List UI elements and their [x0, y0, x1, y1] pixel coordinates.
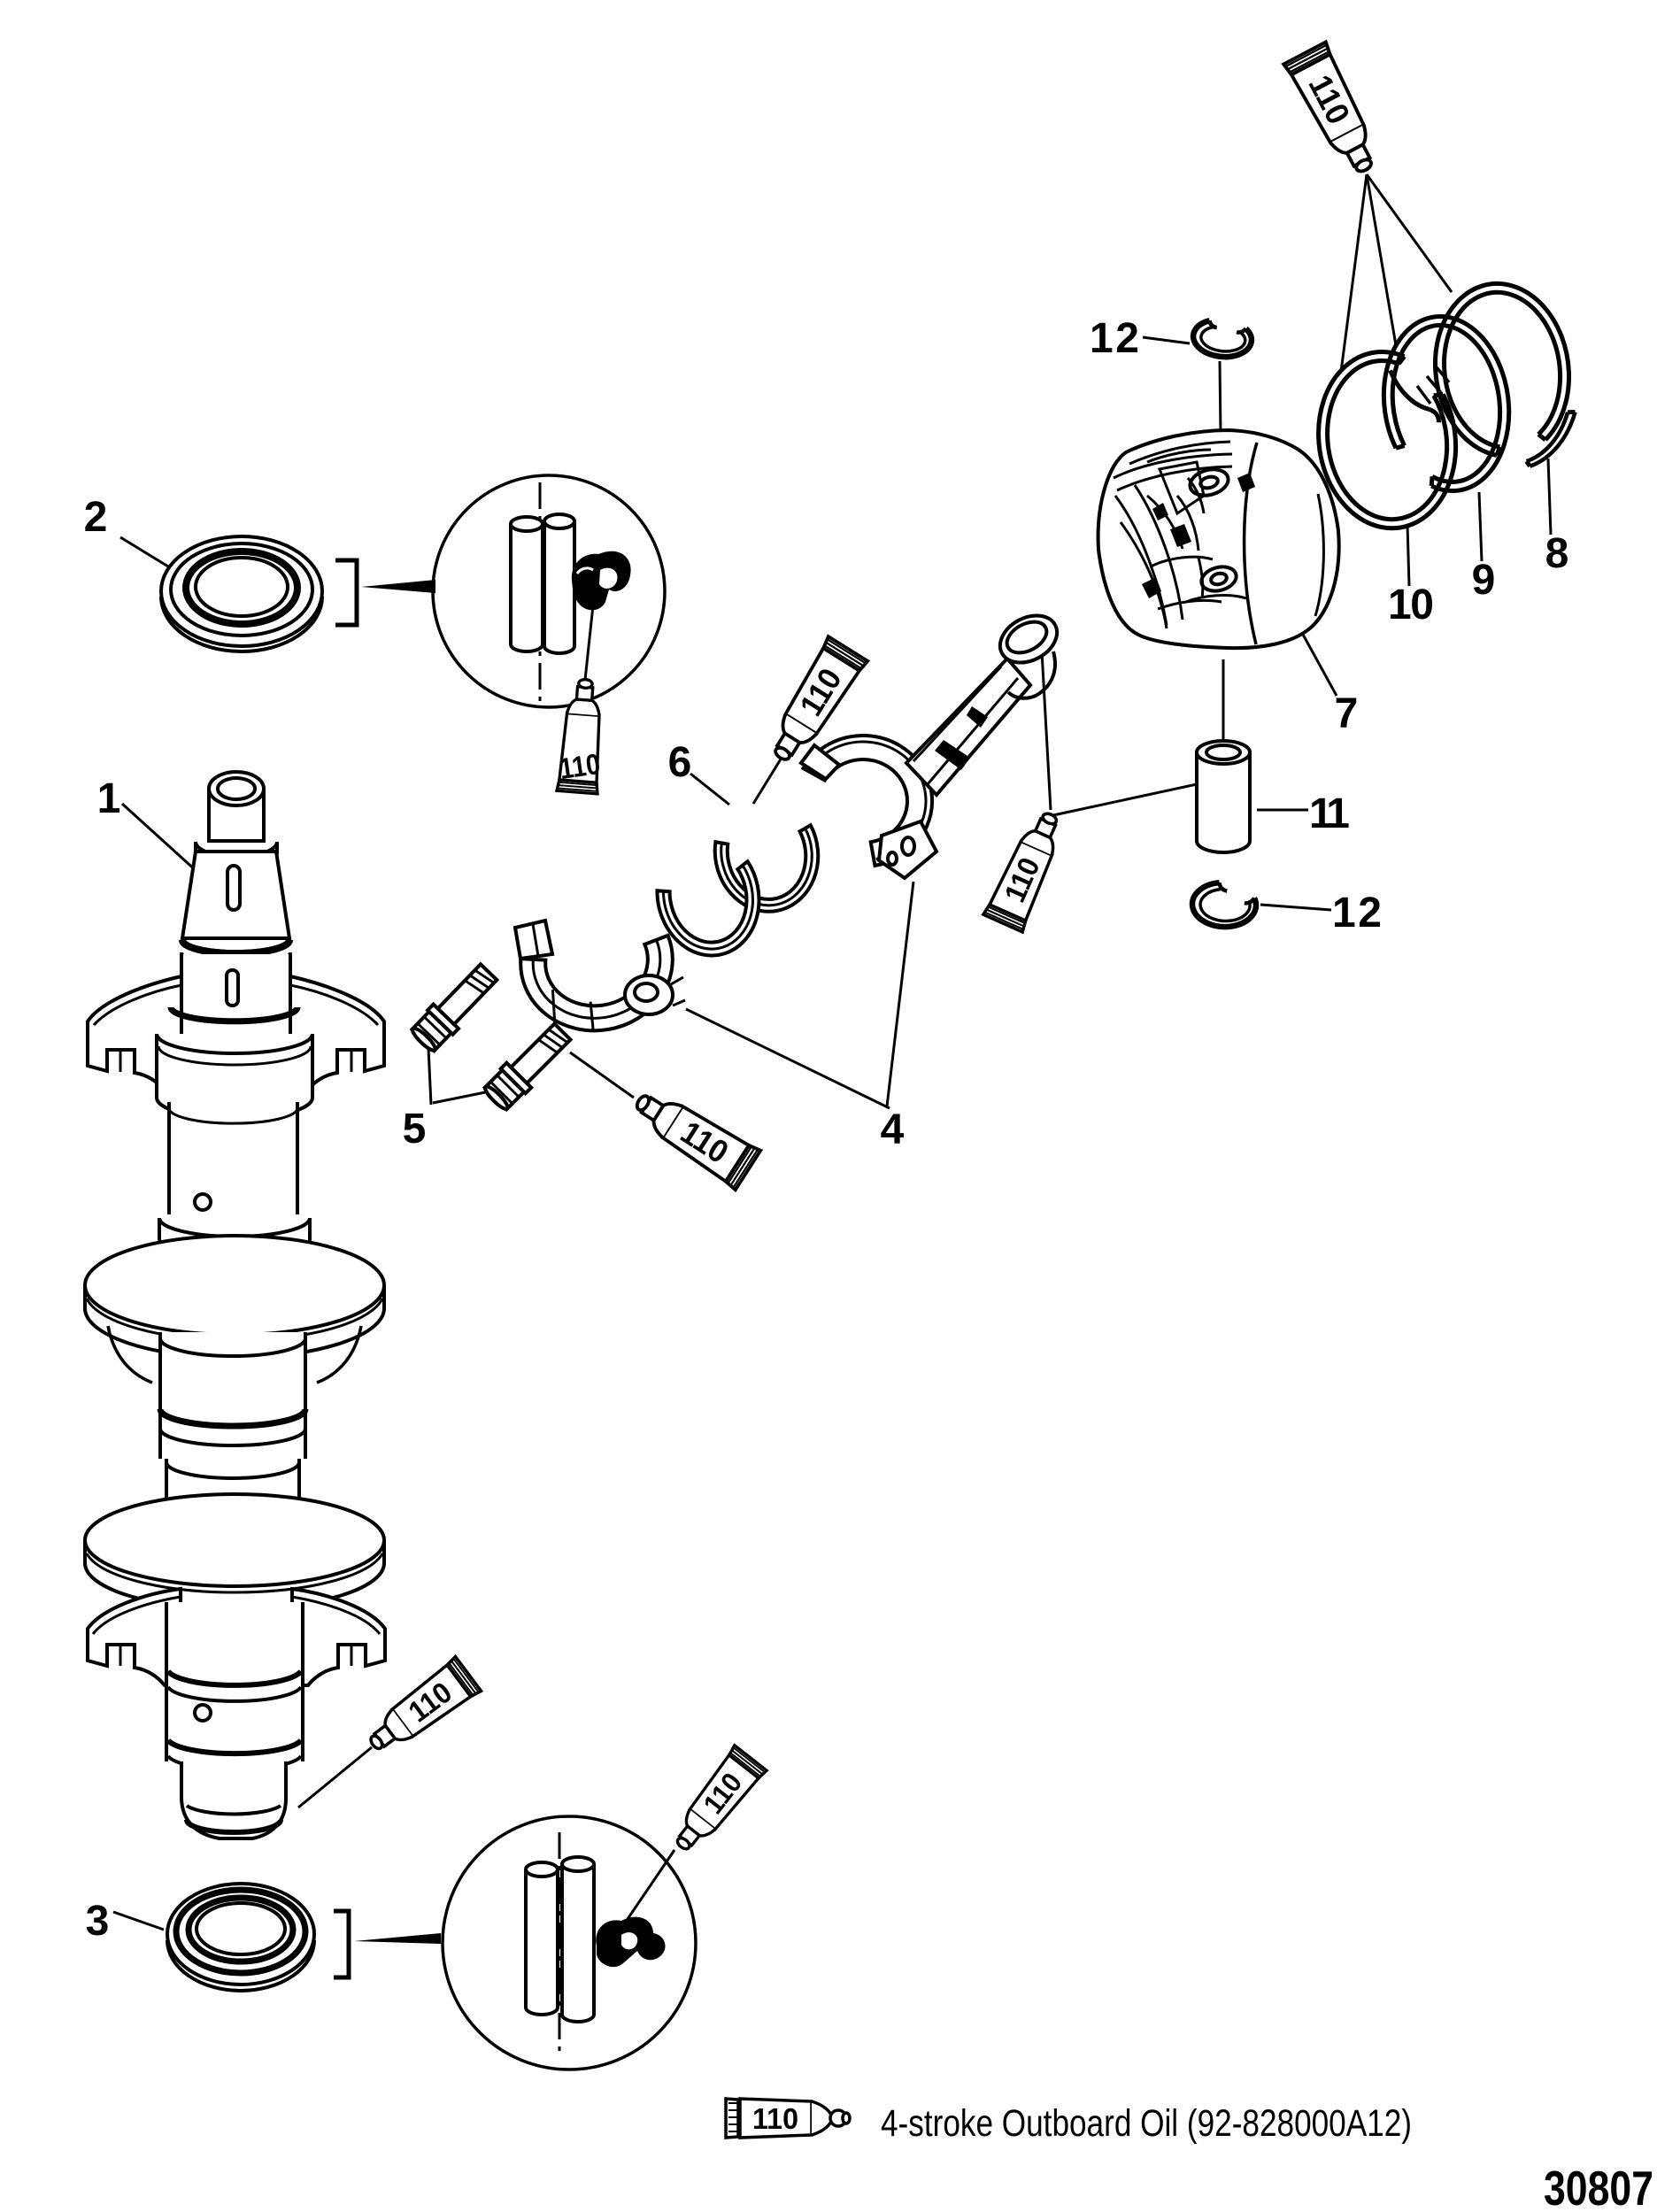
svg-text:3: 3 — [86, 1898, 110, 1945]
svg-text:4-stroke Outboard Oil (92-8280: 4-stroke Outboard Oil (92-828000A12) — [881, 2102, 1412, 2145]
svg-text:6: 6 — [668, 739, 692, 786]
svg-text:4: 4 — [881, 1106, 905, 1153]
svg-text:10: 10 — [1388, 582, 1434, 628]
svg-text:9: 9 — [1472, 557, 1496, 604]
svg-text:1: 1 — [97, 775, 121, 822]
svg-text:110: 110 — [558, 747, 603, 785]
svg-text:30807: 30807 — [1544, 2161, 1653, 2212]
svg-text:7: 7 — [1335, 690, 1359, 737]
svg-text:8: 8 — [1545, 530, 1569, 577]
svg-text:5: 5 — [403, 1106, 427, 1152]
svg-text:110: 110 — [752, 2102, 798, 2135]
svg-text:2: 2 — [84, 494, 108, 541]
svg-text:11: 11 — [1309, 790, 1350, 837]
